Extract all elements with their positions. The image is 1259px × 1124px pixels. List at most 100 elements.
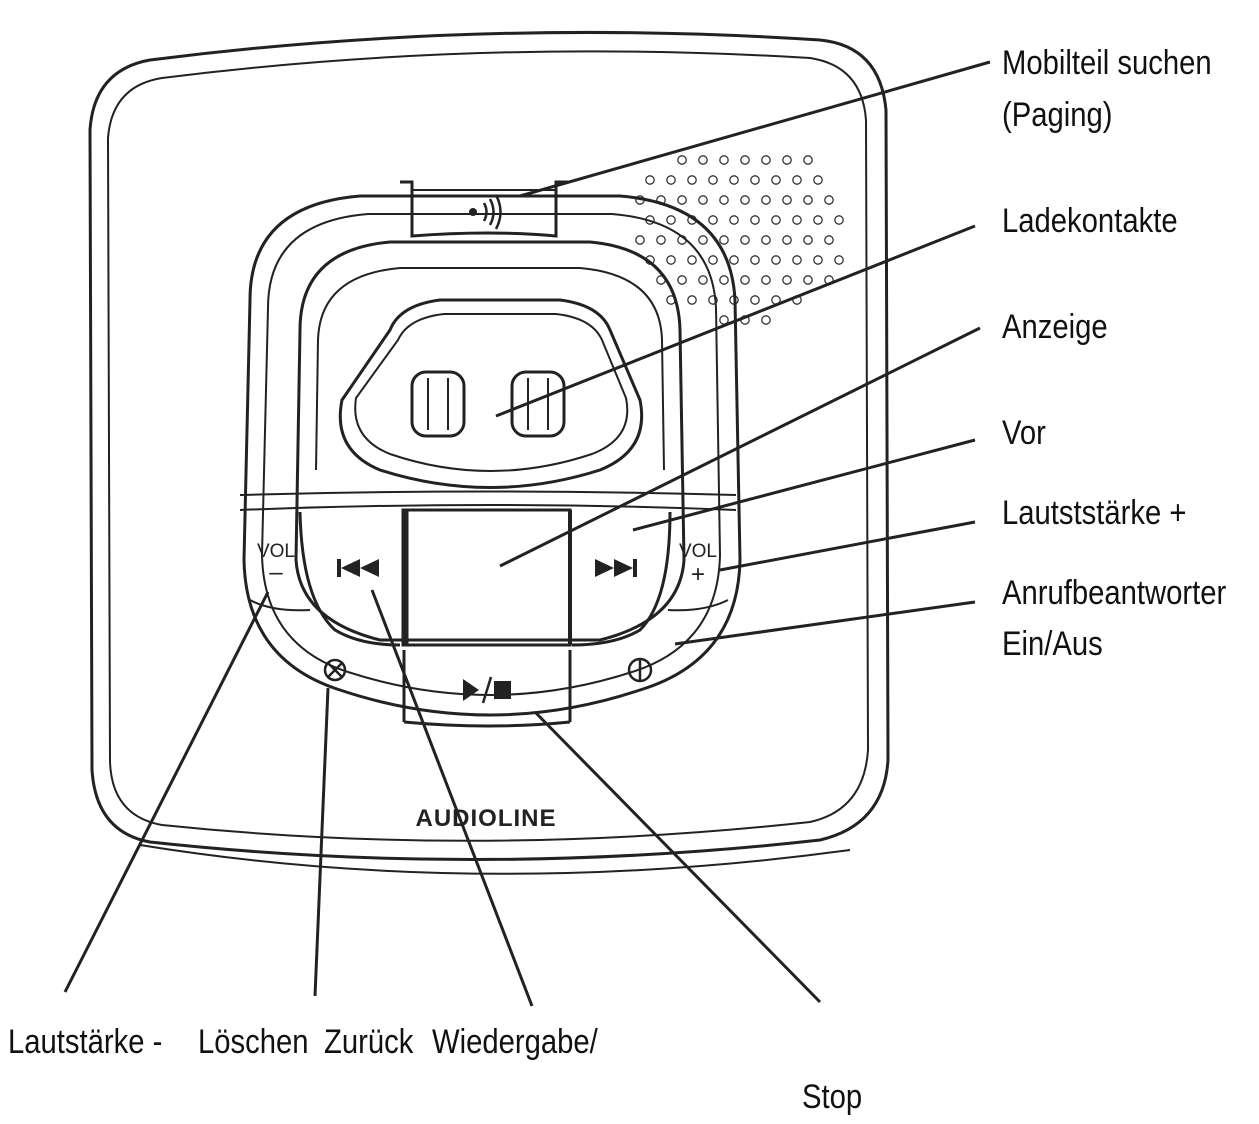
speaker-hole [666,215,676,225]
speaker-hole [761,315,771,325]
speaker-hole [782,235,792,245]
speaker-hole [698,195,708,205]
vol-plus-text: VOL [679,541,717,562]
speaker-hole [656,235,666,245]
speaker-hole [666,175,676,185]
label-answering-machine-line1: Anrufbeantworter [1002,574,1227,612]
speaker-hole [708,175,718,185]
speaker-hole [792,175,802,185]
label-answering-machine-line2: Ein/Aus [1002,625,1103,663]
speaker-hole [708,295,718,305]
speaker-hole [729,255,739,265]
speaker-hole [761,155,771,165]
speaker-hole [824,195,834,205]
speaker-hole [824,235,834,245]
speaker-hole [666,255,676,265]
speaker-hole [677,195,687,205]
play-stop-button[interactable] [403,676,571,728]
speaker-hole [834,255,844,265]
power-icon [627,657,653,683]
speaker-hole [803,235,813,245]
leader-paging [519,60,991,198]
speaker-hole [813,255,823,265]
button-panel [239,490,737,612]
speaker-hole [708,255,718,265]
speaker-hole [645,175,655,185]
speaker-hole [698,235,708,245]
leader-lines [63,60,991,1007]
leader-delete [313,687,330,997]
speaker-hole [834,215,844,225]
speaker-hole [813,175,823,185]
speaker-hole [750,215,760,225]
speaker-hole [750,255,760,265]
speaker-hole [803,275,813,285]
speaker-hole [740,235,750,245]
label-volume-plus: Lautststärke + [1002,494,1187,532]
speaker-hole [761,195,771,205]
play-stop-icon [463,676,511,704]
speaker-hole [813,215,823,225]
volume-plus-button[interactable]: VOL + [679,541,717,588]
label-charging-contacts: Ladekontakte [1002,202,1178,240]
leader-volume-minus [63,591,270,993]
label-back: Zurück [324,1023,414,1061]
speaker-hole [708,215,718,225]
speaker-hole [687,255,697,265]
speaker-hole [677,155,687,165]
speaker-hole [771,215,781,225]
speaker-hole [719,195,729,205]
speaker-hole [761,275,771,285]
label-volume-minus: Lautstärke - [8,1023,163,1061]
vol-minus-sign: – [269,559,283,586]
skip-back-icon [337,559,379,577]
label-delete: Löschen [198,1023,309,1061]
leader-charging-contacts [495,224,976,418]
brand-logo: AUDIOLINE [416,805,557,832]
speaker-hole [687,295,697,305]
label-display: Anzeige [1002,308,1108,346]
speaker-hole [792,215,802,225]
speaker-hole [719,155,729,165]
previous-button[interactable] [337,508,409,647]
paging-button[interactable] [400,180,568,238]
speaker-hole [782,155,792,165]
speaker-hole [729,215,739,225]
leader-answering-machine [674,600,976,646]
volume-minus-button[interactable]: VOL – [257,511,401,647]
speaker-hole [719,275,729,285]
next-button[interactable] [568,510,672,647]
label-stop: Stop [802,1078,863,1116]
leader-back [370,589,534,1007]
leader-forward [632,438,976,532]
skip-forward-icon [595,559,637,577]
speaker-grille [635,155,844,325]
speaker-hole [719,235,729,245]
label-paging-line1: Mobilteil suchen [1002,44,1212,82]
speaker-hole [635,235,645,245]
speaker-hole [771,175,781,185]
speaker-hole [687,175,697,185]
speaker-hole [740,195,750,205]
speaker-hole [792,255,802,265]
leader-volume-plus [719,520,976,572]
label-forward: Vor [1002,414,1046,452]
speaker-hole [782,195,792,205]
speaker-hole [750,295,760,305]
handset-cradle [242,194,742,717]
speaker-hole [698,155,708,165]
speaker-hole [803,195,813,205]
label-paging-line2: (Paging) [1002,96,1113,134]
speaker-hole [698,275,708,285]
answering-machine-power-button[interactable] [568,650,653,722]
delete-button[interactable] [323,650,406,722]
speaker-hole [740,275,750,285]
base-station-body [88,30,890,875]
paging-icon [469,194,502,230]
label-playback: Wiedergabe/ [432,1023,598,1061]
speaker-hole [750,175,760,185]
speaker-hole [782,275,792,285]
vol-plus-sign: + [691,561,705,588]
delete-icon [323,658,347,682]
